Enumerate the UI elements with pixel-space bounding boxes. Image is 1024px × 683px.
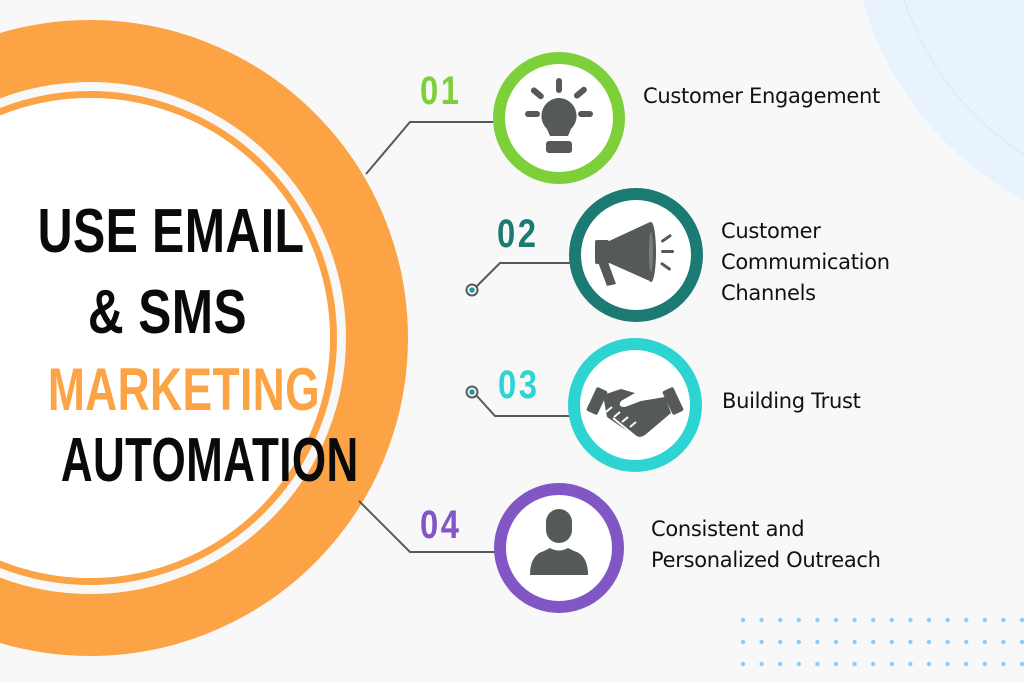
lightbulb-icon — [525, 78, 593, 153]
connector-02-endpoint-core — [469, 287, 475, 293]
step-01-number: 01 — [420, 71, 471, 111]
step-03-label-line-1: Building Trust — [722, 389, 861, 413]
connector-03-endpoint-core — [469, 389, 475, 395]
step-01-label-line-1: Customer Engagement — [643, 84, 880, 108]
connector-04 — [358, 500, 495, 553]
title-line-3: MARKETING — [0, 358, 342, 422]
step-02-label-line-1: Customer — [721, 219, 821, 243]
step-02-number: 02 — [497, 214, 548, 254]
title-text-3: MARKETING — [47, 356, 320, 423]
connector-03 — [475, 394, 570, 417]
step-03-number-text: 03 — [498, 363, 540, 407]
user-icon — [530, 509, 588, 575]
step-03-number: 03 — [498, 365, 549, 405]
decor-dot-grid — [740, 617, 1024, 667]
step-03-label: Building Trust — [722, 386, 861, 417]
title-text-4: AUTOMATION — [60, 426, 359, 495]
title-line-4: AUTOMATION — [0, 428, 358, 494]
step-02-label-line-3: Channels — [721, 281, 816, 305]
step-01-number-text: 01 — [420, 69, 462, 113]
title-line-2: & SMS — [0, 280, 334, 346]
title-disc — [0, 98, 330, 578]
step-04-label-line-2: Personalized Outreach — [651, 548, 881, 572]
title-text-1: USE EMAIL — [37, 197, 305, 266]
step-02-label-line-2: Commumication — [721, 250, 890, 274]
step-02-label: Customer Commumication Channels — [721, 216, 890, 309]
connectors — [358, 121, 570, 553]
step-04-ring — [494, 483, 624, 613]
title-line-1: USE EMAIL — [0, 199, 340, 265]
connector-02 — [475, 262, 570, 288]
orange-ring-inner — [0, 91, 337, 585]
handshake-icon — [586, 387, 684, 439]
step-04-label-line-1: Consistent and — [651, 517, 805, 541]
connector-01 — [365, 121, 494, 175]
step-04-number: 04 — [420, 505, 471, 545]
step-01-label: Customer Engagement — [643, 81, 880, 112]
step-02-number-text: 02 — [497, 212, 539, 256]
step-04-label: Consistent and Personalized Outreach — [651, 514, 881, 576]
megaphone-icon — [595, 222, 674, 286]
step-04-number-text: 04 — [420, 503, 462, 547]
orange-ring-outer — [0, 20, 408, 656]
title-text-2: & SMS — [87, 278, 247, 347]
decor-blue-circle — [862, 0, 1024, 201]
